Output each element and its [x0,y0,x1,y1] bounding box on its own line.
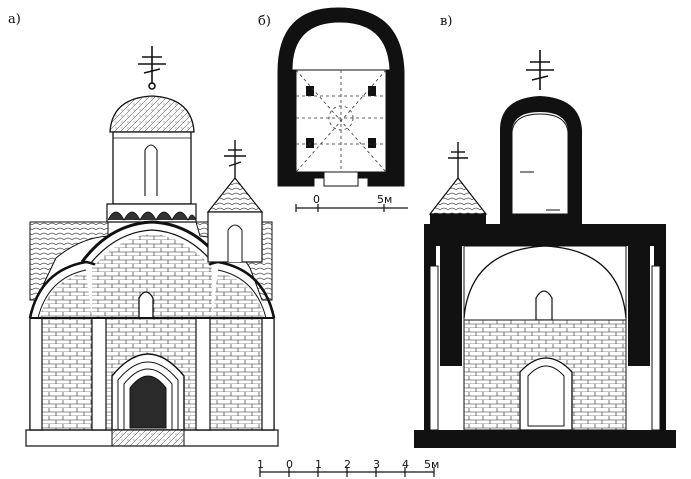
dome-cap [109,95,195,133]
plan-scale-five: 5м [377,193,393,206]
section-belfry-roof [428,177,488,215]
section-roof [424,214,666,246]
plan-scale-zero: 0 [313,193,320,206]
steps [111,429,185,447]
small-cross-icon [224,140,246,178]
section-window [535,290,553,321]
section-dome [500,96,582,214]
panel-b-label: б) [258,14,271,29]
belfry-roof [206,177,264,213]
main-scale-tick: 4 [402,458,409,471]
main-scale-tick: 1 [257,458,264,471]
main-scale-tick: 0 [286,458,293,471]
main-scale-tick: 3 [373,458,380,471]
panel-a-label: а) [8,12,21,27]
inner-vault-arch [463,245,627,319]
panel-c-label: в) [440,14,453,29]
central-zakomara [80,220,224,263]
main-scale-tick: 1 [315,458,322,471]
plan-scale-bar [295,204,408,212]
section-cross-icon [526,50,554,90]
upper-window [138,291,154,319]
main-cross-icon [138,46,166,90]
main-scale-tick: 5м [424,458,440,471]
cross-section [414,50,676,448]
section-small-cross-icon [448,142,468,178]
floor-plan [277,7,408,212]
door [129,375,167,429]
main-scale-bar [259,467,435,477]
facade-elevation [25,46,279,447]
section-base [414,430,676,448]
main-scale-tick: 2 [344,458,351,471]
